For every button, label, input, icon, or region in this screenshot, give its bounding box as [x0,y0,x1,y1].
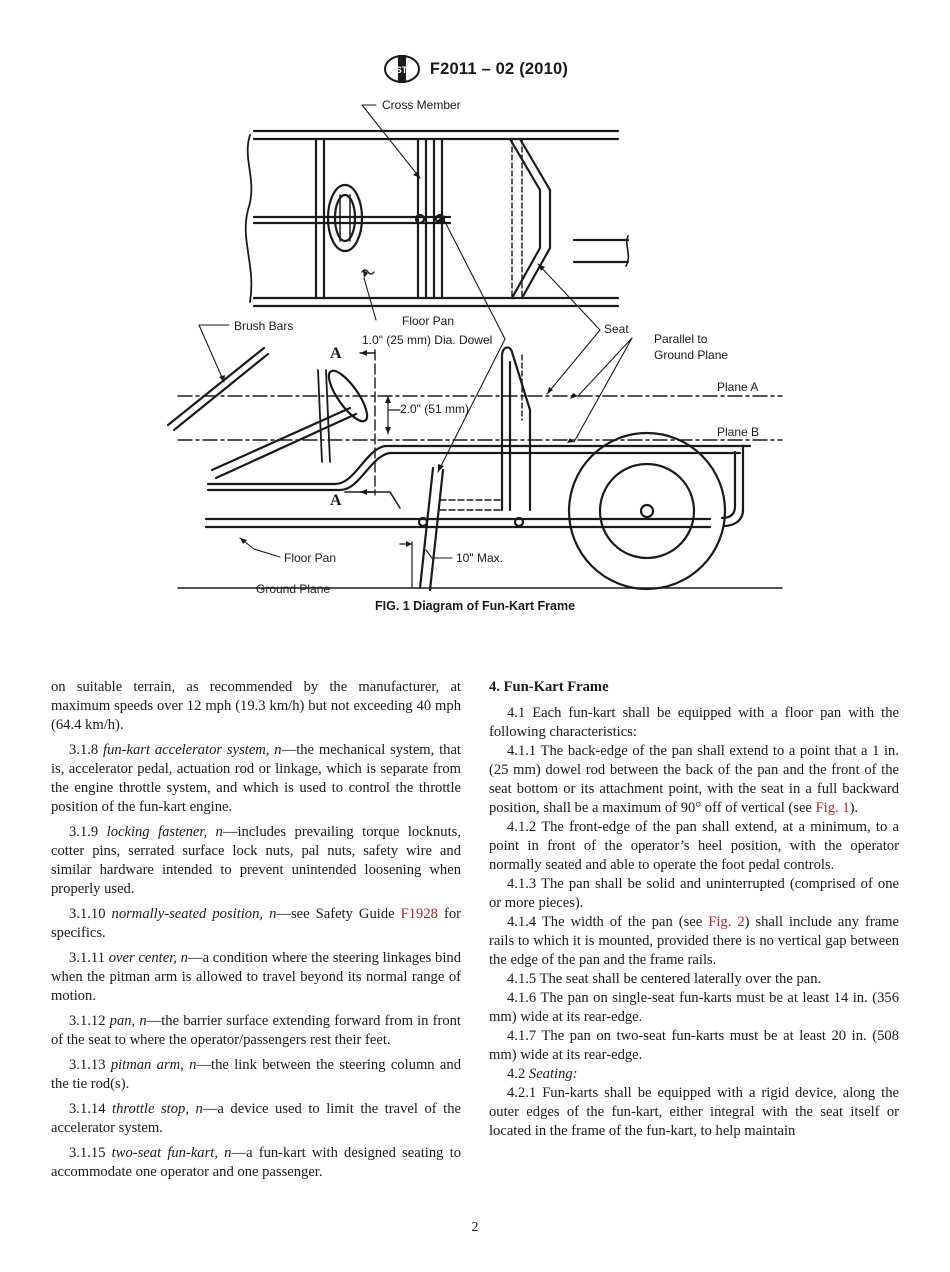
definition-3-1-10: 3.1.10 normally-seated position, n—see S… [51,906,461,941]
paragraph-4-1-4: 4.1.4 The width of the pan (see Fig. 2) … [489,914,899,968]
label-dim-2in: 2.0" (51 mm) [400,402,469,416]
left-column: on suitable terrain, as recommended by t… [51,678,461,1188]
svg-text:ASTM: ASTM [389,65,415,75]
fun-kart-frame-diagram: Cross Member Floor Pan Brush Bars 1.0" (… [150,90,800,600]
astm-logo-icon: ASTM [383,55,420,83]
right-column: 4. Fun-Kart Frame 4.1 Each fun-kart shal… [489,678,899,1141]
paragraph-continued: on suitable terrain, as recommended by t… [51,679,461,733]
paragraph-4-1-6: 4.1.6 The pan on single-seat fun-karts m… [489,990,899,1025]
frame-diagram-svg: Cross Member Floor Pan Brush Bars 1.0" (… [166,98,783,596]
definition-3-1-15: 3.1.15 two-seat fun-kart, n—a fun-kart w… [51,1145,461,1180]
definition-3-1-8: 3.1.8 fun-kart accelerator system, n—the… [51,742,461,815]
definition-3-1-11: 3.1.11 over center, n—a condition where … [51,950,461,1004]
label-floor-pan-top: Floor Pan [402,314,454,328]
label-floor-pan-bottom: Floor Pan [284,551,336,565]
section-title: 4. Fun-Kart Frame [489,679,609,695]
definition-3-1-12: 3.1.12 pan, n—the barrier surface extend… [51,1013,461,1048]
label-parallel-line2: Ground Plane [654,348,728,362]
definition-3-1-9: 3.1.9 locking fastener, n—includes preva… [51,824,461,897]
page-number: 2 [471,1220,479,1235]
paragraph-4-2: 4.2 Seating: [507,1066,578,1082]
paragraph-4-1-1: 4.1.1 The back-edge of the pan shall ext… [489,743,899,816]
label-dowel: 1.0" (25 mm) Dia. Dowel [362,333,492,347]
ref-f1928-link[interactable]: F1928 [400,906,438,922]
ref-fig-2-link[interactable]: Fig. 2 [708,914,745,930]
document-id: F2011 – 02 (2010) [429,59,569,78]
label-ground-plane: Ground Plane [256,582,330,596]
figure-caption: FIG. 1 Diagram of Fun-Kart Frame [374,599,576,613]
paragraph-4-1-5: 4.1.5 The seat shall be centered lateral… [507,971,822,987]
paragraph-4-1: 4.1 Each fun-kart shall be equipped with… [489,705,899,740]
ref-fig-1-link[interactable]: Fig. 1 [815,800,850,816]
label-parallel-line1: Parallel to [654,332,708,346]
paragraph-4-1-2: 4.1.2 The front-edge of the pan shall ex… [489,819,899,873]
definition-3-1-13: 3.1.13 pitman arm, n—the link between th… [51,1057,461,1092]
label-cross-member: Cross Member [382,98,461,112]
paragraph-4-2-1: 4.2.1 Fun-karts shall be equipped with a… [489,1085,899,1139]
label-section-a-top: A [330,345,342,362]
label-brush-bars: Brush Bars [234,319,293,333]
paragraph-4-1-7: 4.1.7 The pan on two-seat fun-karts must… [489,1028,899,1063]
label-plane-a: Plane A [717,380,758,394]
label-plane-b: Plane B [717,425,759,439]
paragraph-4-1-3: 4.1.3 The pan shall be solid and uninter… [489,876,899,911]
label-section-a-bottom: A [330,492,342,509]
label-seat: Seat [604,322,629,336]
page-header: ASTM F2011 – 02 (2010) [0,52,950,86]
definition-3-1-14: 3.1.14 throttle stop, n—a device used to… [51,1101,461,1136]
label-ten-max: 10" Max. [456,551,503,565]
